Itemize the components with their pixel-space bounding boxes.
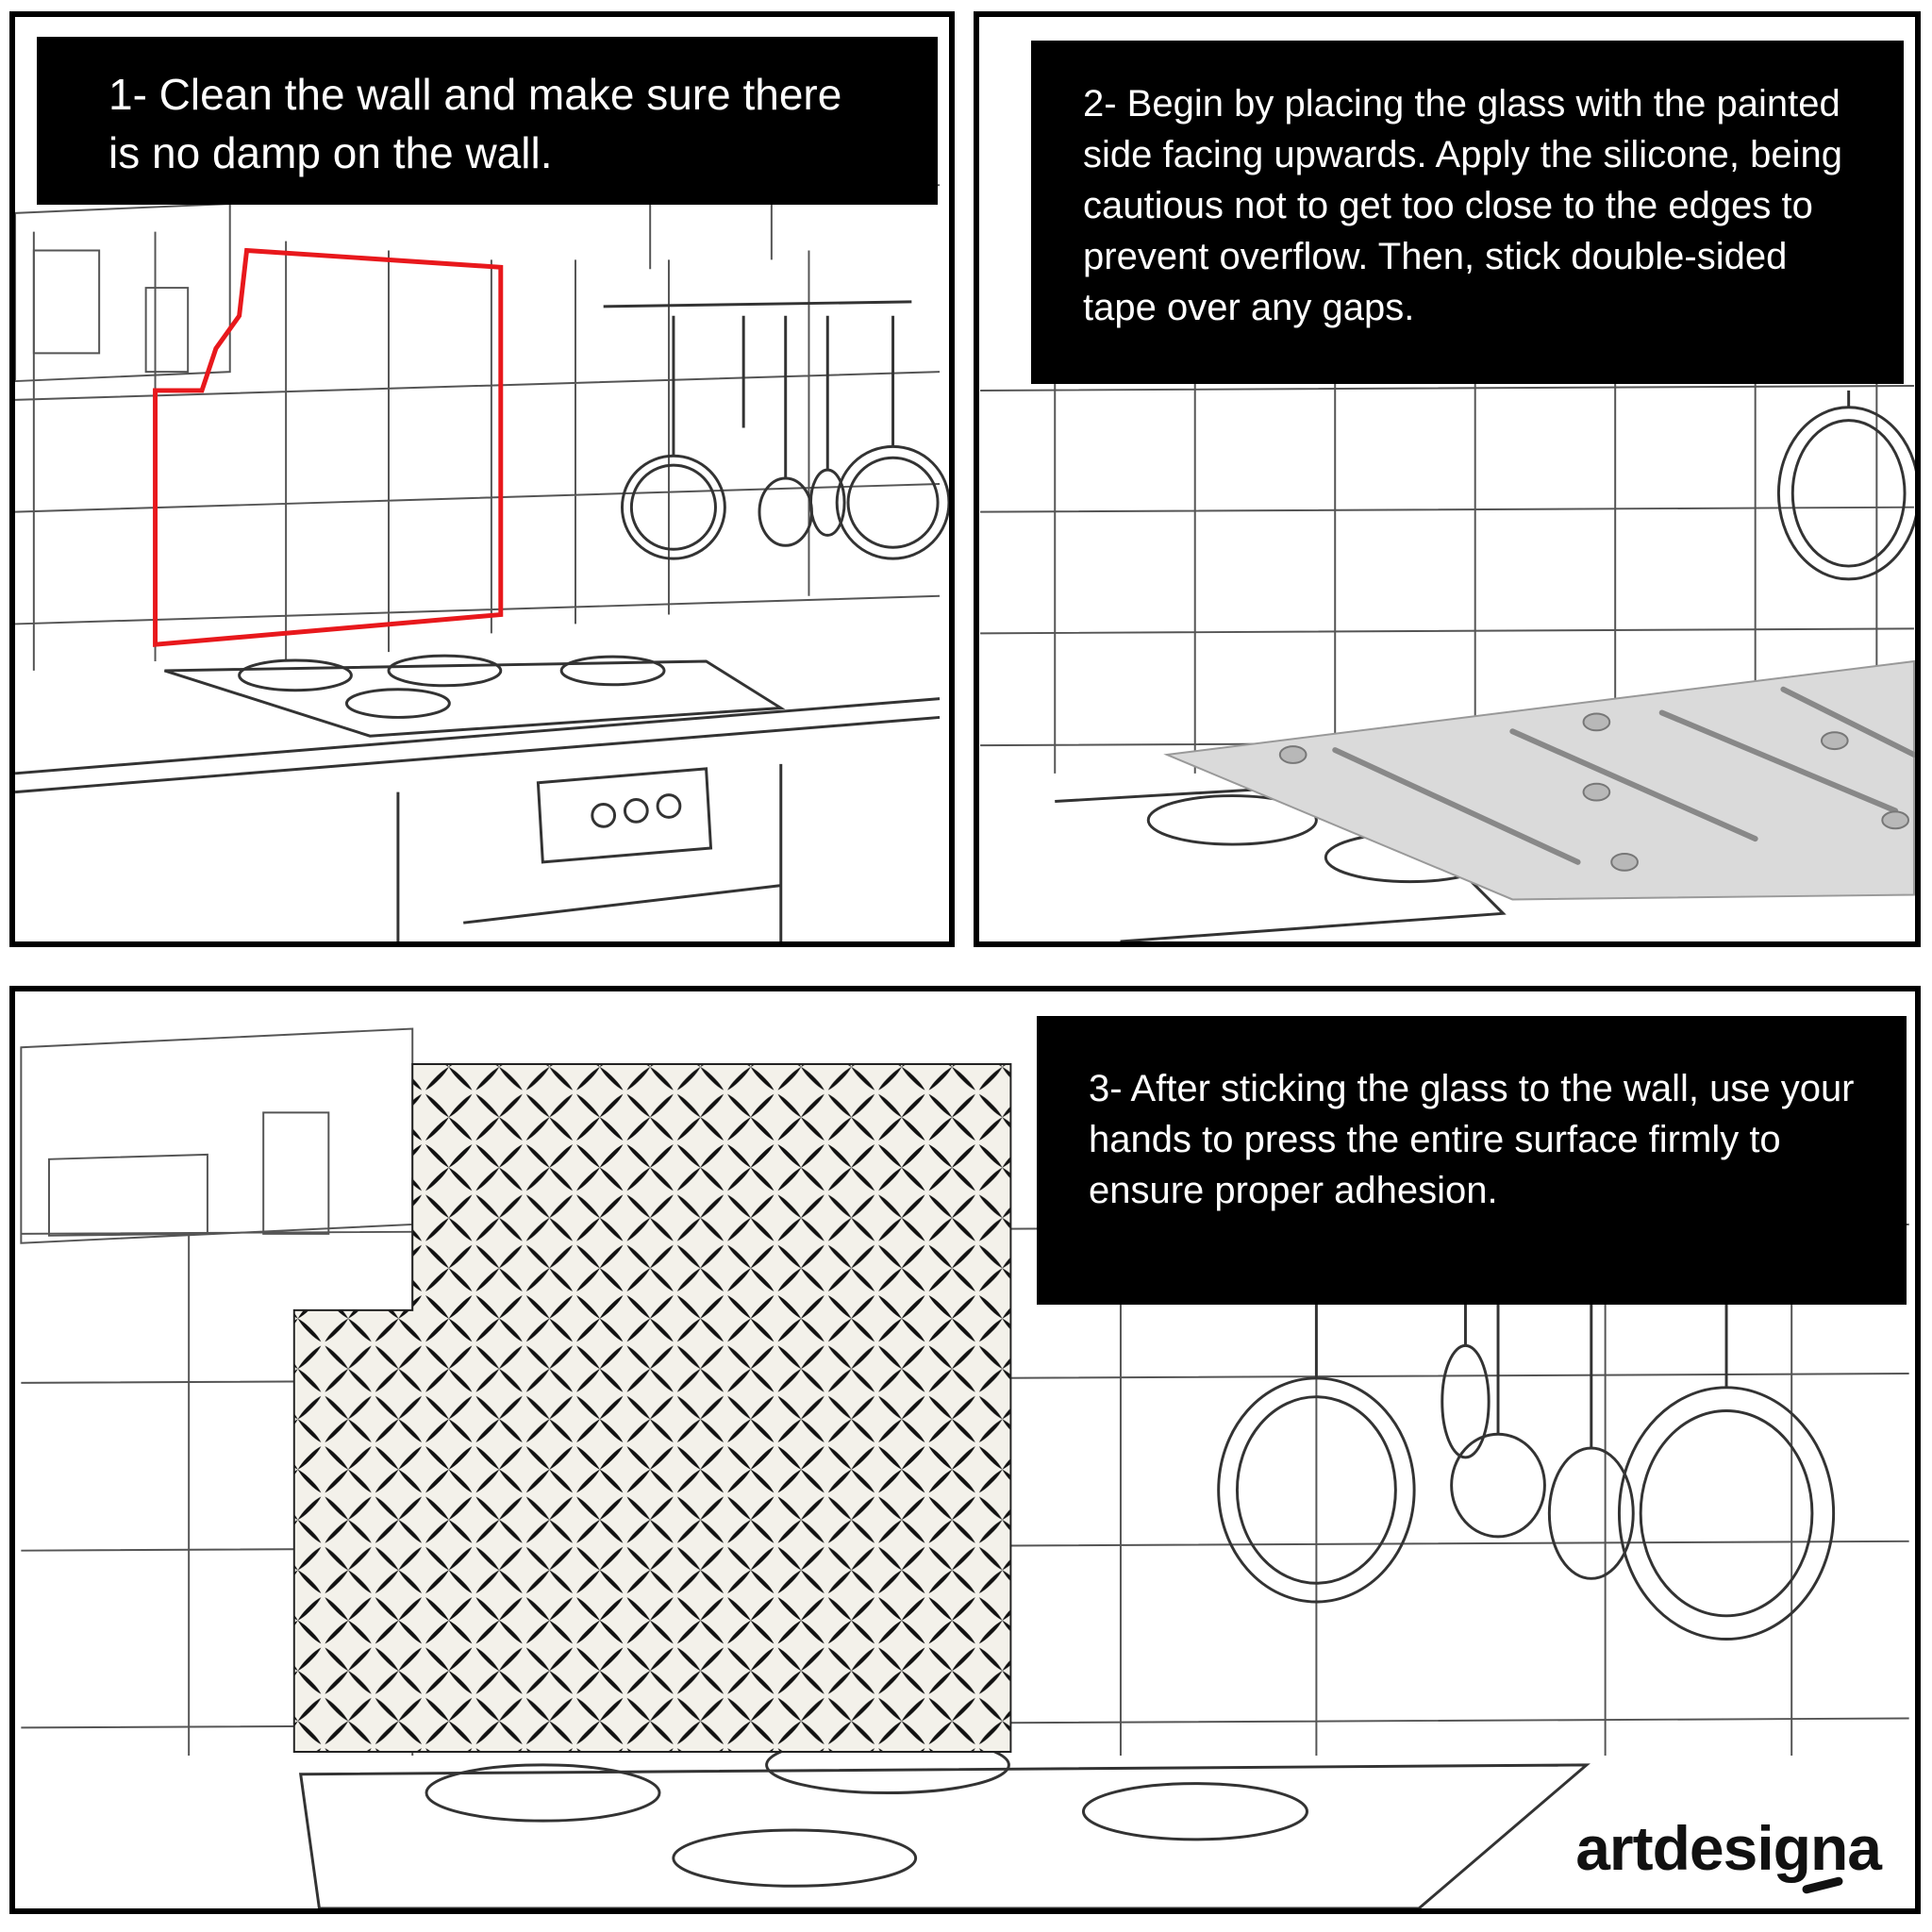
- step-3-panel: 3- After sticking the glass to the wall,…: [9, 986, 1921, 1914]
- glass-silicone-illustration: [980, 381, 1915, 941]
- step-1-panel: 1- Clean the wall and make sure there is…: [9, 11, 955, 947]
- step-2-caption: 2- Begin by placing the glass with the p…: [1031, 41, 1904, 384]
- highlight-outline: [153, 247, 504, 647]
- step-1-text: 1- Clean the wall and make sure there is…: [108, 70, 842, 177]
- step-1-caption: 1- Clean the wall and make sure there is…: [37, 37, 938, 205]
- step-2-panel: 2- Begin by placing the glass with the p…: [974, 11, 1921, 947]
- step-3-caption: 3- After sticking the glass to the wall,…: [1037, 1016, 1907, 1305]
- step-2-text: 2- Begin by placing the glass with the p…: [1083, 83, 1842, 328]
- logo-text: artdesigna: [1575, 1813, 1882, 1883]
- glass-panel: [1163, 659, 1915, 901]
- installed-glass-illustration: [20, 1027, 1909, 1908]
- kitchen-sketch-illustration: [15, 128, 949, 941]
- artdesigna-logo: artdesigna: [1575, 1812, 1882, 1895]
- patterned-glass-backsplash: [292, 1063, 1012, 1754]
- step-3-text: 3- After sticking the glass to the wall,…: [1089, 1068, 1855, 1211]
